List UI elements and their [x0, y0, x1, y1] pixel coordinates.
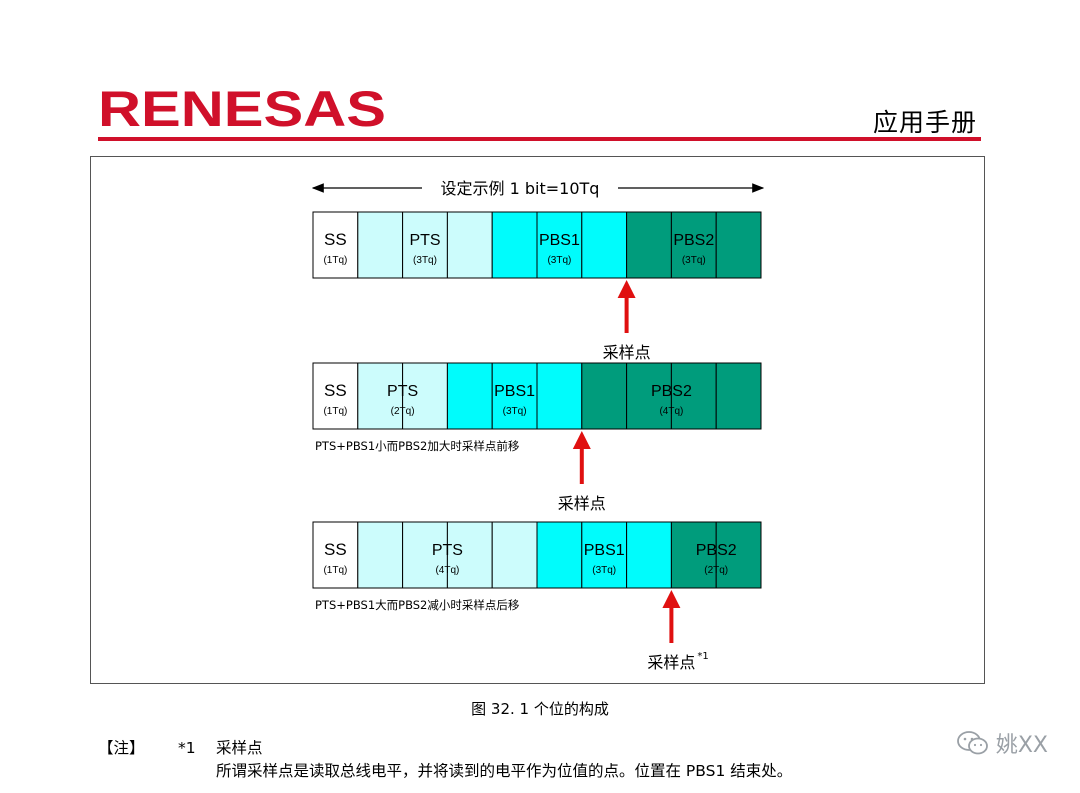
- bit-row-1: SS (1Tq) PTS (3Tq) PBS1 (3Tq) PBS2 (3Tq) 采样点: [312, 211, 762, 362]
- segment-name-pbs2: PBS2: [651, 383, 692, 400]
- footnote-term: 采样点: [216, 739, 263, 757]
- segment-tq-ss: (1Tq): [323, 255, 347, 266]
- tq-cell-pbs2: [670, 362, 717, 430]
- row-note: PTS+PBS1小而PBS2加大时采样点前移: [315, 439, 520, 453]
- segment-name-pts: PTS: [387, 383, 418, 400]
- tq-cell-pts: [357, 362, 404, 430]
- header-divider: [98, 137, 981, 141]
- tq-cell-pts: [446, 211, 493, 279]
- renesas-logo: RENESAS: [98, 81, 386, 136]
- tq-cell-pts: [357, 211, 404, 279]
- segment-tq-pbs2: (4Tq): [659, 406, 683, 417]
- tq-cell-pbs2: [581, 362, 628, 430]
- figure-frame: [90, 156, 985, 684]
- sample-point-footnote-mark: *1: [697, 651, 708, 662]
- segment-name-pts: PTS: [432, 542, 463, 559]
- sample-point-label: 采样点: [558, 494, 606, 513]
- tq-cell-pbs2: [670, 521, 717, 589]
- tq-cell-pts: [402, 521, 448, 589]
- segment-name-pbs1: PBS1: [584, 542, 625, 559]
- segment-name-pbs1: PBS1: [539, 232, 580, 249]
- segment-name-pts: PTS: [409, 232, 440, 249]
- segment-name-pbs2: PBS2: [696, 542, 737, 559]
- tq-cell-ss: [312, 362, 359, 430]
- bit-setting-label: 设定示例 1 bit=10Tq: [441, 179, 600, 198]
- sample-point-arrow-head: [662, 590, 681, 608]
- tq-cell-pbs1: [581, 211, 628, 279]
- segment-tq-pbs1: (3Tq): [592, 565, 616, 576]
- tq-cell-pbs2: [715, 211, 762, 279]
- tq-cell-pbs2: [626, 362, 672, 430]
- watermark-text: 姚XX: [995, 733, 1048, 758]
- sample-point-arrow-head: [572, 431, 591, 449]
- segment-tq-pts: (4Tq): [435, 565, 459, 576]
- sample-point-arrow-head: [617, 280, 636, 298]
- segment-name-pbs1: PBS1: [494, 383, 535, 400]
- tq-cell-pbs1: [581, 521, 628, 589]
- footnote-tag: 【注】: [98, 739, 145, 757]
- footnote: 【注】 *1 采样点 所谓采样点是读取总线电平，并将读到的电平作为位值的点。位置在 …: [98, 737, 792, 783]
- footnote-text: 所谓采样点是读取总线电平，并将读到的电平作为位值的点。位置在 PBS1 结束处。: [216, 762, 793, 780]
- tq-cell-pts: [446, 521, 493, 589]
- segment-name-ss: SS: [324, 540, 347, 559]
- tq-cell-pbs1: [536, 362, 583, 430]
- sample-point-label: 采样点: [603, 343, 651, 362]
- row-note: PTS+PBS1大而PBS2减小时采样点后移: [315, 598, 520, 612]
- segment-tq-ss: (1Tq): [323, 565, 347, 576]
- footnote-mark: *1: [178, 739, 196, 757]
- segment-name-pbs2: PBS2: [673, 232, 714, 249]
- tq-cell-pbs1: [446, 362, 493, 430]
- tq-cell-pbs2: [715, 521, 762, 589]
- segment-name-ss: SS: [324, 230, 347, 249]
- figure-caption: 图 32. 1 个位的构成: [471, 700, 609, 718]
- segment-tq-ss: (1Tq): [323, 406, 347, 417]
- tq-cell-pbs1: [536, 521, 583, 589]
- watermark: 姚XX: [956, 727, 1048, 759]
- segment-tq-pbs1: (3Tq): [503, 406, 527, 417]
- tq-cell-pbs2: [670, 211, 717, 279]
- tq-cell-pts: [491, 521, 538, 589]
- tq-cell-pbs1: [491, 211, 538, 279]
- tq-cell-ss: [312, 521, 359, 589]
- tq-cell-pts: [402, 362, 448, 430]
- tq-cell-ss: [312, 211, 359, 279]
- manual-title: 应用手册: [872, 108, 977, 137]
- bit-row-3: SS (1Tq) PTS (4Tq) PBS1 (3Tq) PBS2 (2Tq) 采样点*1 PT…: [312, 521, 762, 672]
- tq-cell-pbs1: [626, 521, 672, 589]
- segment-tq-pbs2: (3Tq): [682, 255, 706, 266]
- segment-tq-pbs1: (3Tq): [547, 255, 571, 266]
- tq-cell-pbs1: [491, 362, 538, 430]
- bit-timing-diagram: 设定示例 1 bit=10Tq SS (1Tq) PTS (3Tq) PBS1 (3Tq)…: [311, 179, 765, 672]
- segment-name-ss: SS: [324, 381, 347, 400]
- segment-tq-pbs2: (2Tq): [704, 565, 728, 576]
- bit-row-2: SS (1Tq) PTS (2Tq) PBS1 (3Tq) PBS2 (4Tq) 采样点 PTS+…: [312, 362, 762, 513]
- segment-tq-pts: (2Tq): [391, 406, 415, 417]
- tq-cell-pbs2: [715, 362, 762, 430]
- tq-cell-pts: [357, 521, 404, 589]
- sample-point-label: 采样点: [647, 653, 695, 672]
- wechat-icon: [956, 731, 988, 755]
- segment-tq-pts: (3Tq): [413, 255, 437, 266]
- logo-text: RENESAS: [98, 81, 386, 136]
- tq-cell-pbs2: [626, 211, 672, 279]
